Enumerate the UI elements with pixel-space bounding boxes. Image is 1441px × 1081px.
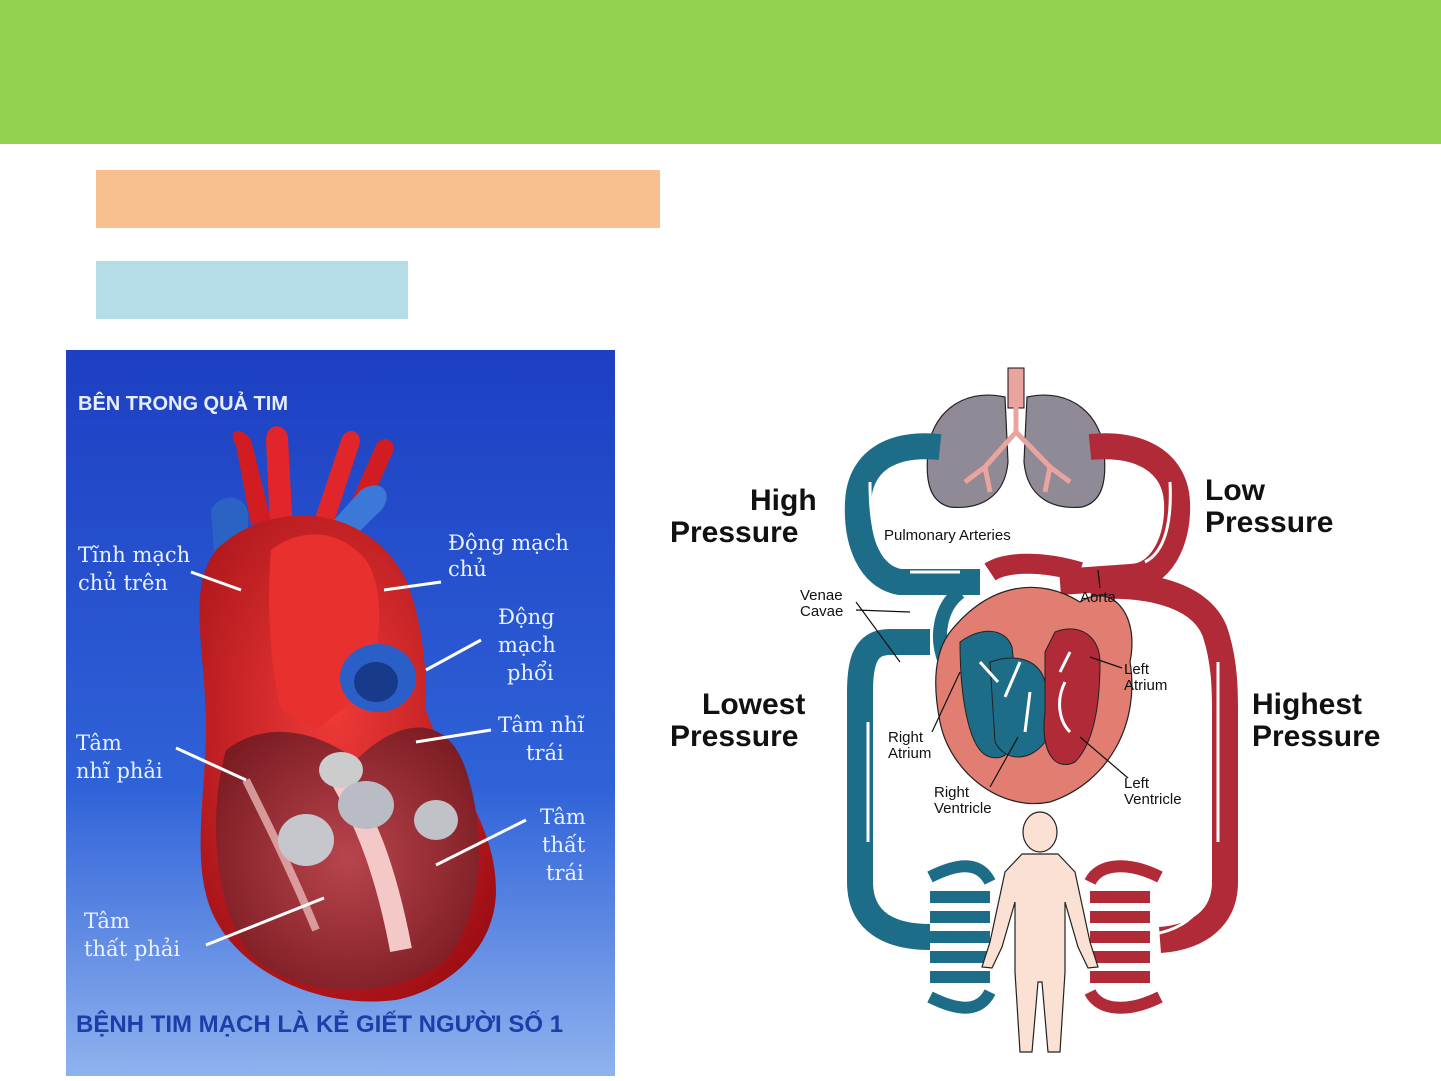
oxygen-poor-vessels xyxy=(844,433,980,950)
label-right-ventricle-2: Ventricle xyxy=(934,800,992,817)
heart-illustration: BÊN TRONG QUẢ TIM Tĩnh mạch chủ trên Độn… xyxy=(66,350,615,1076)
label-lv-2: thất xyxy=(542,833,586,857)
label-pa-3: phổi xyxy=(507,661,554,685)
label-svc-2: chủ trên xyxy=(78,571,168,595)
valve xyxy=(319,752,363,788)
human-figure xyxy=(981,811,1099,1053)
label-right-ventricle-1: Right xyxy=(934,784,970,801)
label-pa-1: Động xyxy=(498,605,555,629)
section-bar xyxy=(96,261,408,319)
label-lv-1: Tâm xyxy=(540,805,586,829)
label-highest-1: Highest xyxy=(1252,688,1362,721)
heart-interior xyxy=(216,727,480,990)
label-high-1: High xyxy=(750,484,817,517)
schematic-heart xyxy=(935,586,1133,805)
subtitle-bar xyxy=(96,170,660,228)
title-banner xyxy=(0,0,1441,144)
label-left-atrium-2: Atrium xyxy=(1124,677,1167,694)
label-low-1: Low xyxy=(1205,474,1266,507)
label-high-2: Pressure xyxy=(670,516,798,549)
label-la-1: Tâm nhĩ xyxy=(498,713,585,737)
heart-caption: BỆNH TIM MẠCH LÀ KẺ GIẾT NGƯỜI SỐ 1 xyxy=(76,1009,563,1038)
label-left-atrium-1: Left xyxy=(1124,661,1150,678)
label-ra-1: Tâm xyxy=(76,731,122,755)
oxygen-rich-vessels xyxy=(984,433,1238,953)
label-pa-2: mạch xyxy=(498,633,556,657)
label-low-2: Pressure xyxy=(1205,506,1333,539)
label-left-ventricle-2: Ventricle xyxy=(1124,791,1182,808)
label-aorta-1: Động mạch xyxy=(448,531,569,555)
label-lowest-1: Lowest xyxy=(702,688,805,721)
circulation-diagram: High Pressure Low Pressure Lowest Pressu… xyxy=(670,367,1380,1053)
label-rv-2: thất phải xyxy=(84,937,180,961)
label-la-2: trái xyxy=(526,741,564,765)
heart-title: BÊN TRONG QUẢ TIM xyxy=(78,391,288,415)
heart-labels: Tĩnh mạch chủ trên Động mạch chủ Động mạ… xyxy=(76,531,586,961)
label-aorta-2: chủ xyxy=(448,557,487,581)
lungs xyxy=(926,367,1106,509)
label-right-atrium-1: Right xyxy=(888,729,924,746)
label-pulmonary-arteries: Pulmonary Arteries xyxy=(884,527,1011,544)
label-svc-1: Tĩnh mạch xyxy=(78,543,190,567)
label-lowest-2: Pressure xyxy=(670,720,798,753)
label-rv-1: Tâm xyxy=(84,909,130,933)
label-venae-1: Venae xyxy=(800,587,843,604)
label-venae-2: Cavae xyxy=(800,603,843,620)
body-circulation xyxy=(927,811,1163,1053)
label-right-atrium-2: Atrium xyxy=(888,745,931,762)
label-ra-2: nhĩ phải xyxy=(76,759,163,783)
label-highest-2: Pressure xyxy=(1252,720,1380,753)
label-aorta: Aorta xyxy=(1080,589,1117,606)
label-left-ventricle-1: Left xyxy=(1124,775,1150,792)
label-lv-3: trái xyxy=(546,861,584,885)
